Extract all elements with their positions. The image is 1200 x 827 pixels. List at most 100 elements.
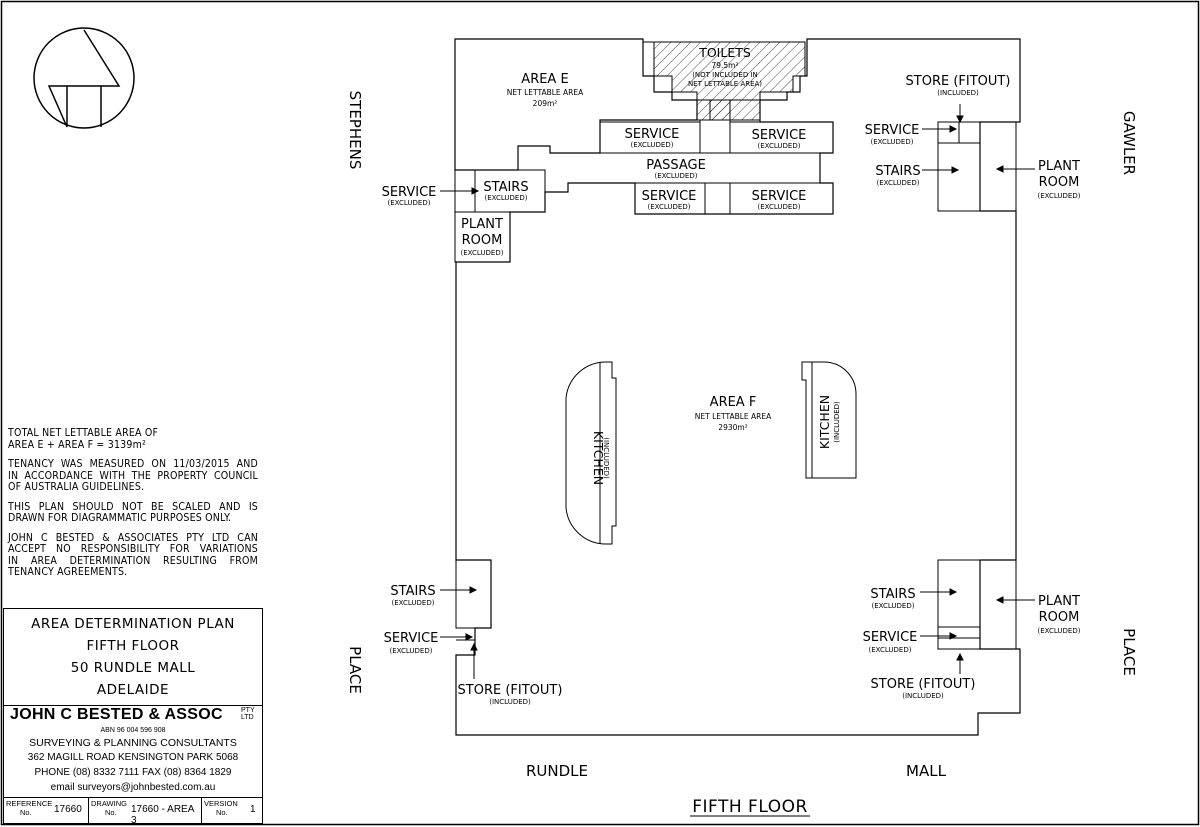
plant-label: PLANT (461, 217, 503, 232)
area-f-size: 2930m² (718, 423, 747, 432)
service-label: SERVICE (752, 128, 807, 143)
note-tenancy-line-3: OF AUSTRALIA GUIDELINES. (8, 481, 145, 493)
plant-label: PLANT (1038, 594, 1080, 609)
store-label: STORE (FITOUT) (906, 74, 1011, 89)
excluded-label: (EXCLUDED) (631, 141, 674, 149)
building-outline (454, 38, 1021, 736)
company-email: email surveyors@johnbested.com.au (50, 782, 216, 793)
company-abn: ABN 96 004 596 908 (100, 727, 166, 734)
included-label: (INCLUDED) (833, 401, 841, 443)
excluded-label: (EXCLUDED) (655, 172, 698, 180)
street-label-rundle: RUNDLE (526, 762, 588, 780)
reference-number: 17660 (54, 804, 82, 815)
included-label: (INCLUDED) (902, 692, 944, 700)
service-label: SERVICE (642, 189, 697, 204)
note-resp-line-2: ACCEPT NO RESPONSIBILITY FOR VARIATIONS (8, 543, 258, 555)
included-label: (INCLUDED) (489, 698, 531, 706)
north-arrow-icon (33, 27, 135, 129)
service-label: SERVICE (382, 185, 437, 200)
title-block: AREA DETERMINATION PLAN FIFTH FLOOR 50 R… (3, 608, 263, 706)
kitchen-label: KITCHEN (817, 395, 832, 449)
kitchen-label: KITCHEN (591, 431, 606, 485)
area-f-label: AREA F (710, 395, 757, 410)
excluded-label: (EXCLUDED) (1038, 192, 1081, 200)
plan-notes: TOTAL NET LETTABLE AREA OF AREA E + AREA… (8, 427, 258, 587)
note-scale-line-2: DRAWN FOR DIAGRAMMATIC PURPOSES ONLY. (8, 512, 232, 524)
plant-label: PLANT (1038, 159, 1080, 174)
street-label-stephens: STEPHENS (346, 91, 364, 170)
excluded-label: (EXCLUDED) (461, 249, 504, 257)
title-line-1: AREA DETERMINATION PLAN (31, 616, 235, 632)
included-label: (INCLUDED) (937, 89, 979, 97)
excluded-label: (EXCLUDED) (388, 199, 431, 207)
stairs-label: STAIRS (483, 180, 528, 195)
top-core-rooms (454, 120, 1017, 263)
area-e-subtitle: NET LETTABLE AREA (507, 88, 584, 97)
kitchen-left-outline (565, 361, 617, 545)
excluded-label: (EXCLUDED) (485, 194, 528, 202)
title-line-4: ADELAIDE (96, 682, 170, 698)
drawing-number: 17660 - AREA 3 (131, 804, 194, 826)
area-e-label: AREA E (521, 72, 568, 87)
excluded-label: (EXCLUDED) (648, 203, 691, 211)
service-label: SERVICE (863, 630, 918, 645)
excluded-label: (EXCLUDED) (758, 203, 801, 211)
excluded-label: (EXCLUDED) (758, 142, 801, 150)
area-f-subtitle: NET LETTABLE AREA (695, 412, 772, 421)
service-label: SERVICE (752, 189, 807, 204)
company-phone: PHONE (08) 8332 7111 FAX (08) 8364 1829 (34, 767, 232, 778)
excluded-label: (EXCLUDED) (872, 602, 915, 610)
store-label: STORE (FITOUT) (458, 683, 563, 698)
street-label-gawler: GAWLER (1120, 111, 1138, 175)
excluded-label: (EXCLUDED) (871, 138, 914, 146)
title-line-3: 50 RUNDLE MALL (70, 660, 196, 676)
store-label: STORE (FITOUT) (871, 677, 976, 692)
leader-lines (440, 104, 1035, 679)
note-tenancy-line-2: IN ACCORDANCE WITH THE PROPERTY COUNCIL (8, 469, 258, 482)
service-label: SERVICE (384, 631, 439, 646)
note-scale-line-1: THIS PLAN SHOULD NOT BE SCALED AND IS (8, 500, 258, 513)
note-total-line-2: AREA E + AREA F = 3139m² (8, 438, 146, 451)
note-resp-line-1: JOHN C BESTED & ASSOCIATES PTY LTD CAN (8, 531, 258, 544)
area-e-size: 209m² (533, 99, 558, 108)
room-label: ROOM (462, 233, 503, 248)
company-name: JOHN C BESTED & ASSOC (10, 706, 223, 723)
toilets-label: TOILETS (698, 45, 751, 60)
street-label-place-right: PLACE (1120, 628, 1138, 676)
toilets-size: 79.5m² (711, 61, 738, 70)
excluded-label: (EXCLUDED) (392, 599, 435, 607)
kitchen-right-outline (801, 361, 857, 479)
included-label: (INCLUDED) (602, 437, 610, 479)
excluded-label: (EXCLUDED) (1038, 627, 1081, 635)
service-label: SERVICE (625, 127, 680, 142)
passage-label: PASSAGE (646, 158, 706, 173)
note-tenancy-line-1: TENANCY WAS MEASURED ON 11/03/2015 AND (8, 458, 258, 470)
stairs-label: STAIRS (870, 587, 915, 602)
note-resp-line-3: IN AREA DETERMINATION RESULTING FROM (8, 554, 258, 567)
company-address: 362 MAGILL ROAD KENSINGTON PARK 5068 (27, 752, 239, 763)
street-label-mall: MALL (906, 762, 947, 780)
street-label-place-left: PLACE (346, 646, 364, 694)
stairs-label: STAIRS (875, 164, 920, 179)
bottom-core-rooms (455, 559, 1017, 650)
toilets-hatched-area (643, 41, 806, 121)
company-tagline: SURVEYING & PLANNING CONSULTANTS (29, 737, 237, 749)
excluded-label: (EXCLUDED) (869, 646, 912, 654)
version-number: 1 (250, 804, 256, 815)
stairs-label: STAIRS (390, 584, 435, 599)
plan-title: FIFTH FLOOR (692, 797, 808, 817)
note-total-line-1: TOTAL NET LETTABLE AREA OF (8, 427, 159, 439)
room-label: ROOM (1039, 610, 1080, 625)
room-label: ROOM (1039, 175, 1080, 190)
